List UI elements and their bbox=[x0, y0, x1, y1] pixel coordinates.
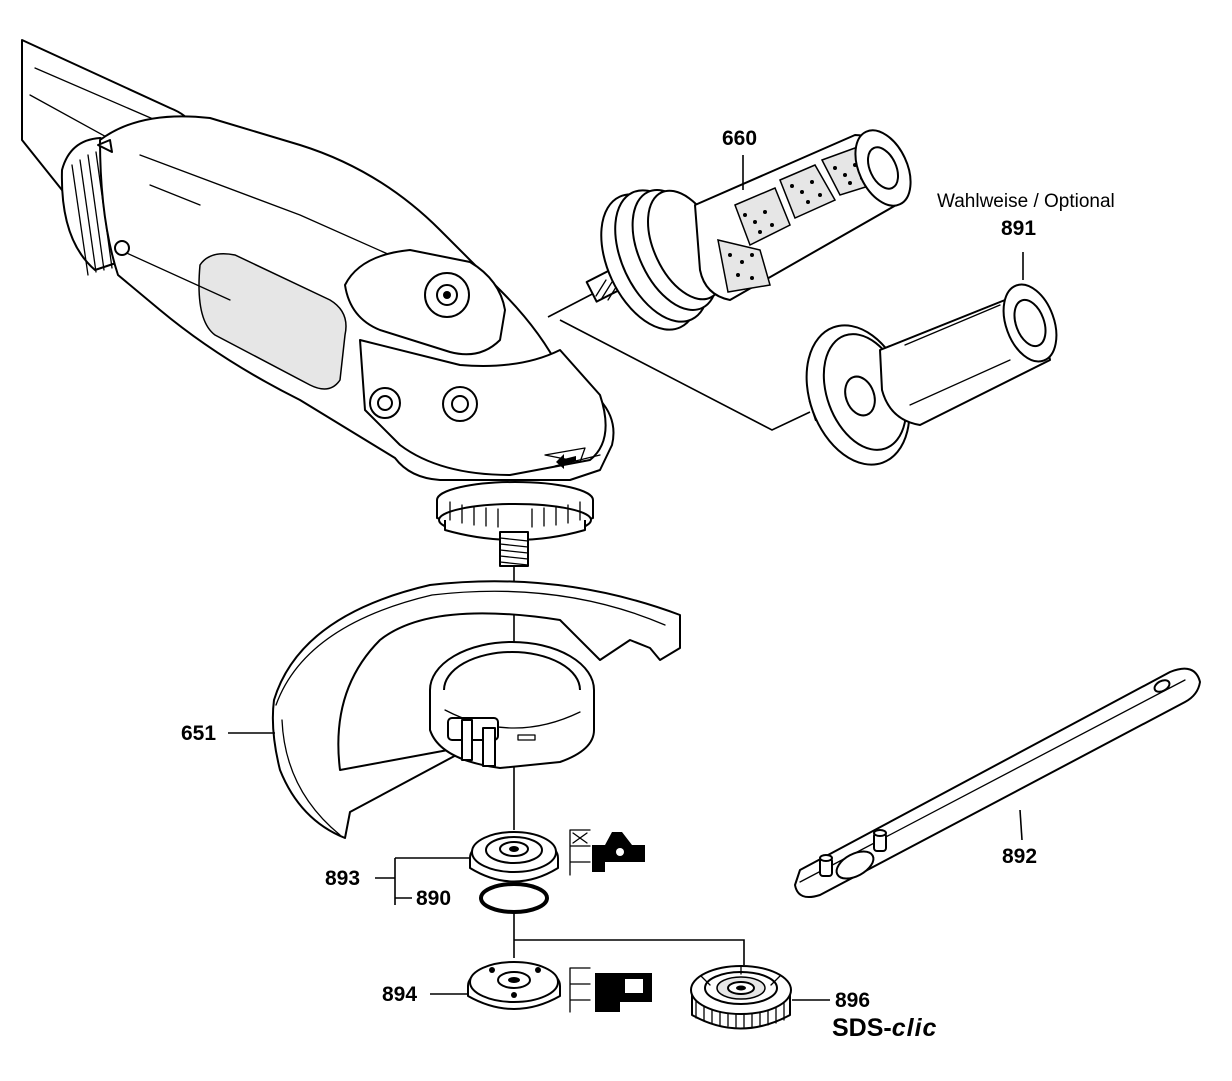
quick-nut-896-drawing bbox=[690, 965, 830, 1030]
angle-grinder-body bbox=[21, 39, 615, 567]
clamping-nut-usage-icon bbox=[569, 967, 652, 1013]
clamping-nut-894-drawing bbox=[430, 961, 561, 1010]
flange-usage-icon bbox=[569, 829, 645, 876]
wheel-guard-651-drawing bbox=[271, 580, 681, 839]
o-ring-890-drawing bbox=[479, 882, 549, 914]
part-label-890: 890 bbox=[416, 887, 452, 910]
mounting-flange-893-drawing bbox=[375, 831, 559, 905]
part-label-894: 894 bbox=[382, 983, 418, 1006]
part-label-892: 892 bbox=[1002, 845, 1038, 868]
part-label-651: 651 bbox=[181, 722, 217, 745]
auxiliary-handle-660-drawing bbox=[585, 129, 912, 331]
sds-clic-brand: SDS-clic bbox=[832, 1016, 937, 1041]
sds-clic-suffix: clic bbox=[891, 1014, 938, 1042]
label-leader-lines bbox=[228, 155, 744, 734]
auxiliary-handle-891-drawing bbox=[805, 252, 1058, 466]
part-label-891: 891 bbox=[1001, 217, 1037, 240]
sds-clic-prefix: SDS- bbox=[832, 1014, 892, 1042]
part-label-896: 896 bbox=[835, 989, 871, 1012]
part-label-893: 893 bbox=[325, 867, 361, 890]
optional-note: Wahlweise / Optional bbox=[937, 191, 1115, 212]
handle-leader-lines bbox=[547, 289, 811, 431]
spanner-wrench-892-drawing bbox=[794, 667, 1201, 898]
part-label-660: 660 bbox=[722, 127, 758, 150]
